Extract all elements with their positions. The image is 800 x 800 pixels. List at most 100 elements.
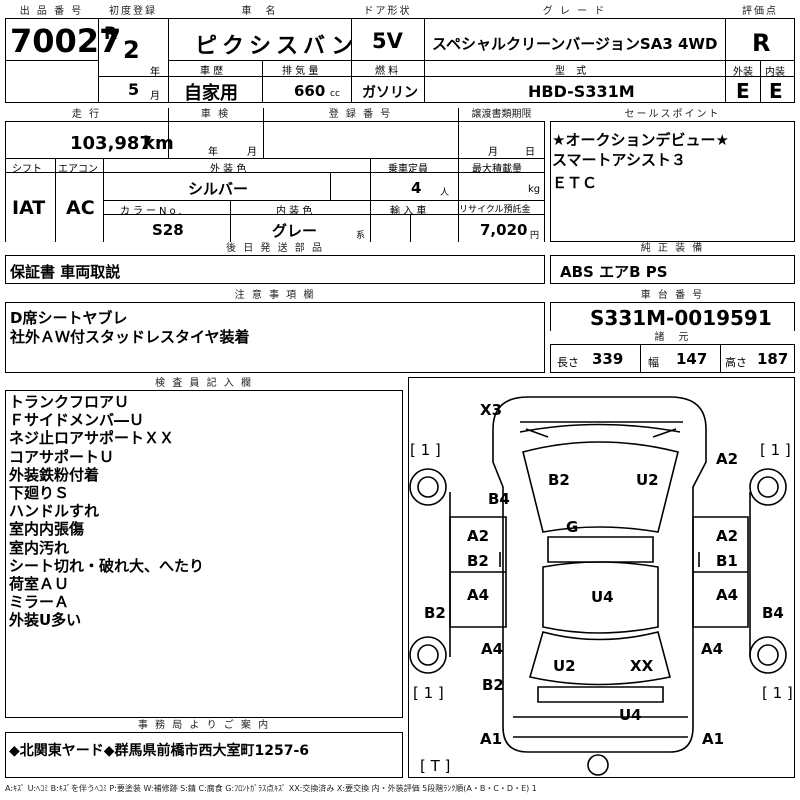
sales-line: スマートアシスト３ [552, 151, 686, 169]
insp-year-unit: 年 [208, 147, 218, 158]
reg-era: R [104, 24, 118, 44]
color: シルバー [188, 180, 249, 198]
reg-month-unit: 月 [150, 91, 160, 102]
ext-label: 外装 [733, 67, 753, 78]
fuel-label: 燃 料 [375, 66, 399, 77]
damage-label: B4 [762, 604, 784, 622]
damage-label: U2 [636, 471, 659, 489]
load-unit: kg [528, 184, 541, 195]
regno-label: 登 録 番 号 [263, 108, 458, 122]
colorno: S28 [152, 221, 184, 239]
chassis-number: S331M-0019591 [590, 306, 772, 330]
lot-no-label: 出 品 番 号 [5, 5, 98, 19]
history-label: 車 歴 [200, 66, 224, 77]
damage-label: A4 [481, 640, 504, 658]
reg-month: 5 [128, 80, 140, 99]
car-name: ピクシスバン [195, 34, 359, 59]
damage-label: A1 [702, 730, 725, 748]
interior-unit: 系 [356, 231, 366, 241]
inspector-line: コアサポートＵ [9, 447, 115, 466]
damage-label: A1 [480, 730, 503, 748]
chassis-label: 車 台 番 号 [550, 289, 795, 303]
interior-label: 内 装 色 [276, 206, 313, 217]
displacement-unit: cc [330, 89, 340, 99]
grade-label: グ レ ー ド [424, 5, 725, 19]
insp-month-unit: 月 [247, 147, 257, 158]
door-label: ドア形状 [351, 5, 424, 19]
mileage: 103,987 [70, 133, 152, 154]
inspector-line: トランクフロアＵ [9, 393, 130, 411]
wid: 147 [676, 350, 708, 368]
mileage-label: 走 行 [5, 108, 168, 122]
len-label: 長さ [557, 356, 579, 369]
damage-label: B2 [467, 552, 489, 570]
equip-value: ABS エアB PS [560, 263, 668, 281]
damage-label: B4 [488, 490, 510, 508]
inspector-line: 外装U多い [9, 611, 82, 630]
damage-label: [ 1 ] [762, 684, 793, 702]
later-label: 後 日 発 送 部 品 [5, 242, 545, 256]
damage-label: A2 [716, 450, 739, 468]
fuel: ガソリン [362, 85, 418, 101]
mileage-unit: km [143, 133, 174, 154]
car-outline [409, 396, 787, 776]
caution-line: 社外ＡＷ付スタッドレスタイヤ装着 [10, 328, 250, 346]
ac: AC [66, 197, 95, 219]
displacement: 660 [294, 82, 326, 100]
shift-label: シフト [12, 164, 42, 175]
load-label: 最大積載量 [472, 164, 522, 175]
damage-label: A2 [467, 527, 490, 545]
reg-year-unit: 年 [150, 67, 160, 78]
int-score: E [769, 79, 783, 103]
hgt: 187 [757, 350, 789, 368]
hgt-label: 高さ [725, 356, 747, 369]
model-label: 型 式 [555, 66, 591, 77]
recycle: 7,020 [480, 221, 528, 239]
damage-label: B2 [482, 676, 504, 694]
lot-number: 70027 [10, 22, 122, 60]
car-diagram [408, 377, 795, 778]
damage-label: X3 [480, 401, 503, 419]
office-value: ◆北関東ヤード◆群馬県前橋市西大室町1257-6 [9, 743, 310, 759]
damage-label: U4 [591, 588, 614, 606]
damage-label: B1 [716, 552, 738, 570]
score-label: 評価点 [725, 5, 795, 19]
transfer-month-unit: 月 [488, 147, 498, 158]
grade: スペシャルクリーンバージョンSA3 4WD [432, 35, 718, 53]
inspector-line: 外装鉄粉付着 [9, 465, 100, 484]
colorno-label: カラーNo. [120, 206, 185, 217]
inspection-label: 車 検 [168, 108, 263, 122]
damage-label: B2 [548, 471, 570, 489]
inspector-line: 下廻りＳ [9, 484, 70, 503]
color-label: 外 装 色 [210, 164, 247, 175]
sales-line: ★オークションデビュー★ [552, 131, 729, 149]
car-name-label: 車 名 [168, 5, 351, 19]
import-label: 輸 入 車 [390, 206, 427, 217]
damage-label: [ 1 ] [413, 684, 444, 702]
sales-label: セールスポイント [550, 108, 795, 122]
caution-label: 注 意 事 項 欄 [5, 289, 545, 303]
interior: グレー [272, 222, 318, 240]
score: R [752, 29, 771, 57]
inspector-line: ハンドルすれ [9, 502, 100, 521]
damage-label: [ 1 ] [760, 441, 791, 459]
shift: IAT [12, 197, 46, 219]
inspector-line: シート切れ・破れ大、へたり [9, 556, 205, 575]
inspector-line: Ｆサイドメンバ―Ｕ [9, 411, 145, 430]
office-label: 事 務 局 よ り ご 案 内 [5, 719, 403, 733]
ac-label: エアコン [58, 164, 98, 175]
capacity: 4 [411, 179, 422, 197]
inspector-label: 検 査 員 記 入 欄 [5, 377, 403, 391]
equip-label: 純 正 装 備 [550, 242, 795, 256]
capacity-label: 乗車定員 [388, 164, 428, 175]
inspector-line: ミラーＡ [9, 593, 70, 612]
inspector-line: ネジ止ロアサポートＸＸ [9, 429, 175, 448]
model: HBD-S331M [528, 82, 635, 101]
later-parts: 保証書 車両取説 [10, 263, 121, 281]
len: 339 [592, 350, 624, 368]
inspector-lines: トランクフロアＵ Ｆサイドメンバ―Ｕ ネジ止ロアサポートＸＸ コアサポートＵ 外… [9, 393, 204, 630]
damage-label: U4 [619, 706, 642, 724]
int-label: 内装 [765, 67, 785, 78]
reg-label: 初度登録 [98, 5, 168, 19]
reg-year: 2 [123, 36, 140, 64]
